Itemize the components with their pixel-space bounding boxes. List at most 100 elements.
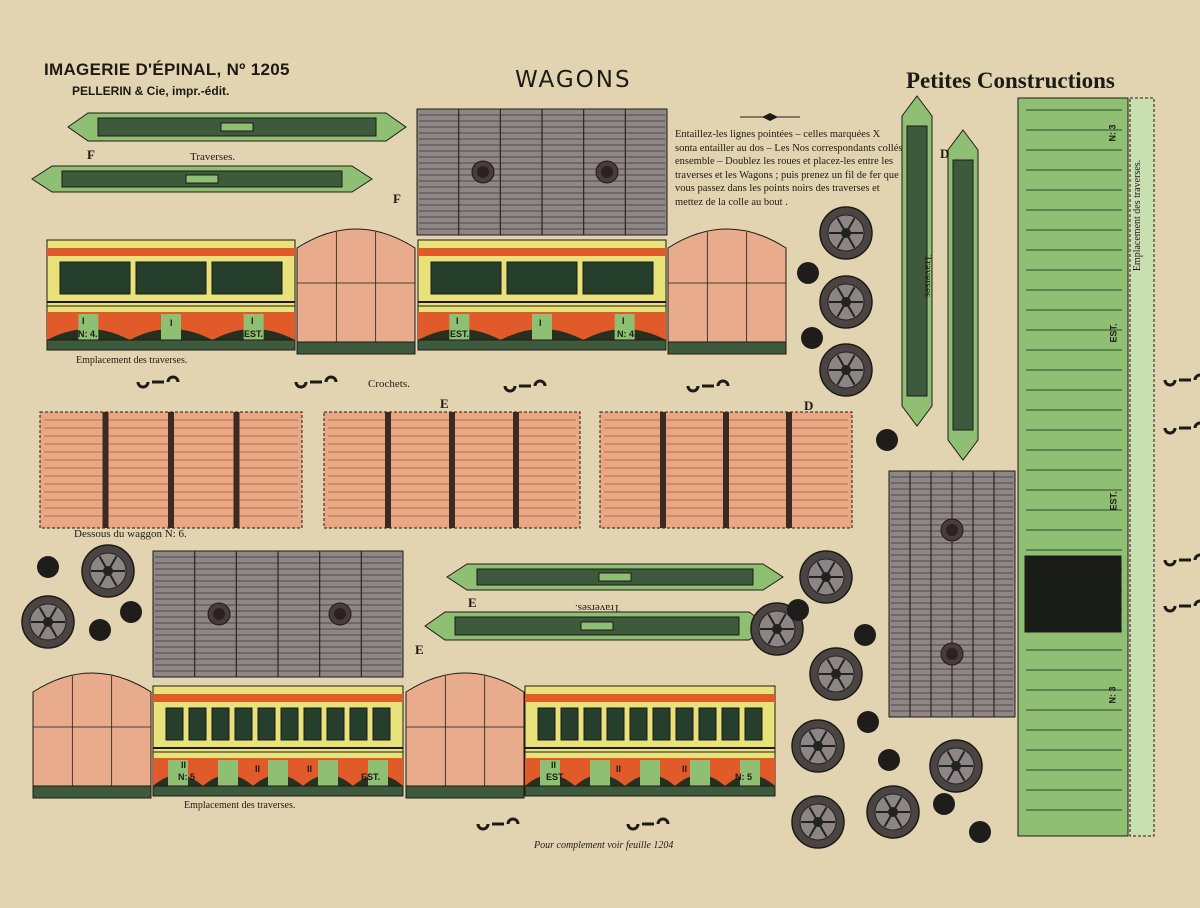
coupling-hook <box>136 375 180 389</box>
coupling-hook <box>1163 599 1200 613</box>
car-mark: I <box>456 316 459 326</box>
axle-disc <box>933 793 955 815</box>
wheel-hub <box>772 624 782 634</box>
car-mark: II <box>307 764 313 774</box>
freight-flap <box>1129 97 1155 837</box>
wheel-hub <box>841 297 851 307</box>
car-door-plate <box>168 760 188 790</box>
axle-disc <box>797 262 819 284</box>
axle-disc <box>857 711 879 733</box>
axle-disc <box>878 749 900 771</box>
car-door-plate <box>740 760 760 790</box>
printer-line: PELLERIN & Cie, impr.-édit. <box>72 84 230 98</box>
car-window <box>606 707 625 741</box>
traverses-label-vertical: Traverses <box>922 254 935 298</box>
car-window <box>257 707 276 741</box>
traverse-mark <box>220 122 254 132</box>
car-mark: N: 4. <box>617 329 637 339</box>
freight-opening <box>1024 555 1122 633</box>
car-door-plate <box>640 760 660 790</box>
wheel-hub <box>841 228 851 238</box>
axle-disc <box>854 624 876 646</box>
coupling-hook <box>686 379 730 393</box>
car-window <box>537 707 556 741</box>
coupling-hook <box>626 817 670 831</box>
car-window <box>211 261 283 295</box>
roof-vent-center <box>946 524 958 536</box>
car-mark: II <box>682 764 688 774</box>
coupling-hook <box>294 375 338 389</box>
car-mark: II <box>551 760 557 770</box>
car-mark: I <box>82 316 85 326</box>
car-window <box>280 707 299 741</box>
floor-beam <box>513 412 519 528</box>
wheel-hub <box>103 566 113 576</box>
floor-beam <box>449 412 455 528</box>
axle-disc <box>876 429 898 451</box>
car-door-plate <box>78 314 99 344</box>
floor-beam <box>233 412 240 528</box>
wheel-hub <box>831 669 841 679</box>
car-door-plate <box>268 760 288 790</box>
car-frame <box>524 785 776 797</box>
freight-car-side <box>1017 97 1129 837</box>
roof-vent-center <box>477 166 489 178</box>
instruction-line: Entaillez-les lignes pointées – celles m… <box>675 129 881 140</box>
crochets-label: Crochets. <box>368 378 410 390</box>
car-door-plate <box>690 760 710 790</box>
car-roofline <box>418 248 666 256</box>
coupling-hook <box>503 379 547 393</box>
coupling-hook <box>1163 553 1200 567</box>
car-mark: EST. <box>546 772 566 782</box>
wheel-hub <box>813 817 823 827</box>
car-mark: I <box>251 316 254 326</box>
part-letter-f: F <box>87 147 95 162</box>
car-end-panel <box>296 228 416 343</box>
car-mark: EST. <box>361 772 381 782</box>
instruction-line: mettez de la colle au bout . <box>675 196 788 208</box>
end-frame <box>296 341 416 355</box>
roof-vent-center <box>213 608 225 620</box>
freight-mark: EST. <box>1108 491 1119 511</box>
floor-beam <box>385 412 391 528</box>
car-door-plate <box>532 314 552 344</box>
car-end-panel <box>32 672 152 787</box>
car-window <box>430 261 502 295</box>
car-roofline <box>47 248 295 256</box>
car-window <box>698 707 717 741</box>
car-window <box>629 707 648 741</box>
part-letter-d: D <box>804 398 814 413</box>
car-window <box>721 707 740 741</box>
car-window <box>675 707 694 741</box>
car-door-plate <box>540 760 560 790</box>
freight-mark: EST. <box>1108 323 1119 343</box>
car-frame <box>152 785 404 797</box>
floor-beam <box>102 412 109 528</box>
car-door-plate <box>614 314 635 344</box>
freight-mark: N: 3 <box>1107 686 1118 704</box>
roof-vent-center <box>946 648 958 660</box>
car-window <box>560 707 579 741</box>
ornament-diamond <box>762 113 778 121</box>
car-mark: I <box>170 318 173 328</box>
car-mark: II <box>616 764 622 774</box>
roof-vent-center <box>334 608 346 620</box>
end-frame <box>667 341 787 355</box>
traverses-label: Traverses. <box>190 151 236 163</box>
floor-beam <box>168 412 174 528</box>
end-frame <box>32 785 152 799</box>
car-window <box>303 707 322 741</box>
emplacement-label-top: Emplacement des traverses. <box>76 355 188 366</box>
car-window <box>211 707 230 741</box>
car-mark: N: 5 <box>735 772 753 782</box>
wheel-hub <box>841 365 851 375</box>
wheel-hub <box>951 761 961 771</box>
emplacement-label-bottom: Emplacement des traverses. <box>184 800 296 811</box>
car-window <box>506 261 578 295</box>
instruction-line: ensemble – Doublez les roues et placez-l… <box>675 156 894 167</box>
car-window <box>349 707 368 741</box>
part-letter-e: E <box>415 642 424 657</box>
publisher-title: IMAGERIE D'ÉPINAL, Nº 1205 <box>44 60 290 79</box>
car-door-plate <box>590 760 610 790</box>
car-window <box>652 707 671 741</box>
